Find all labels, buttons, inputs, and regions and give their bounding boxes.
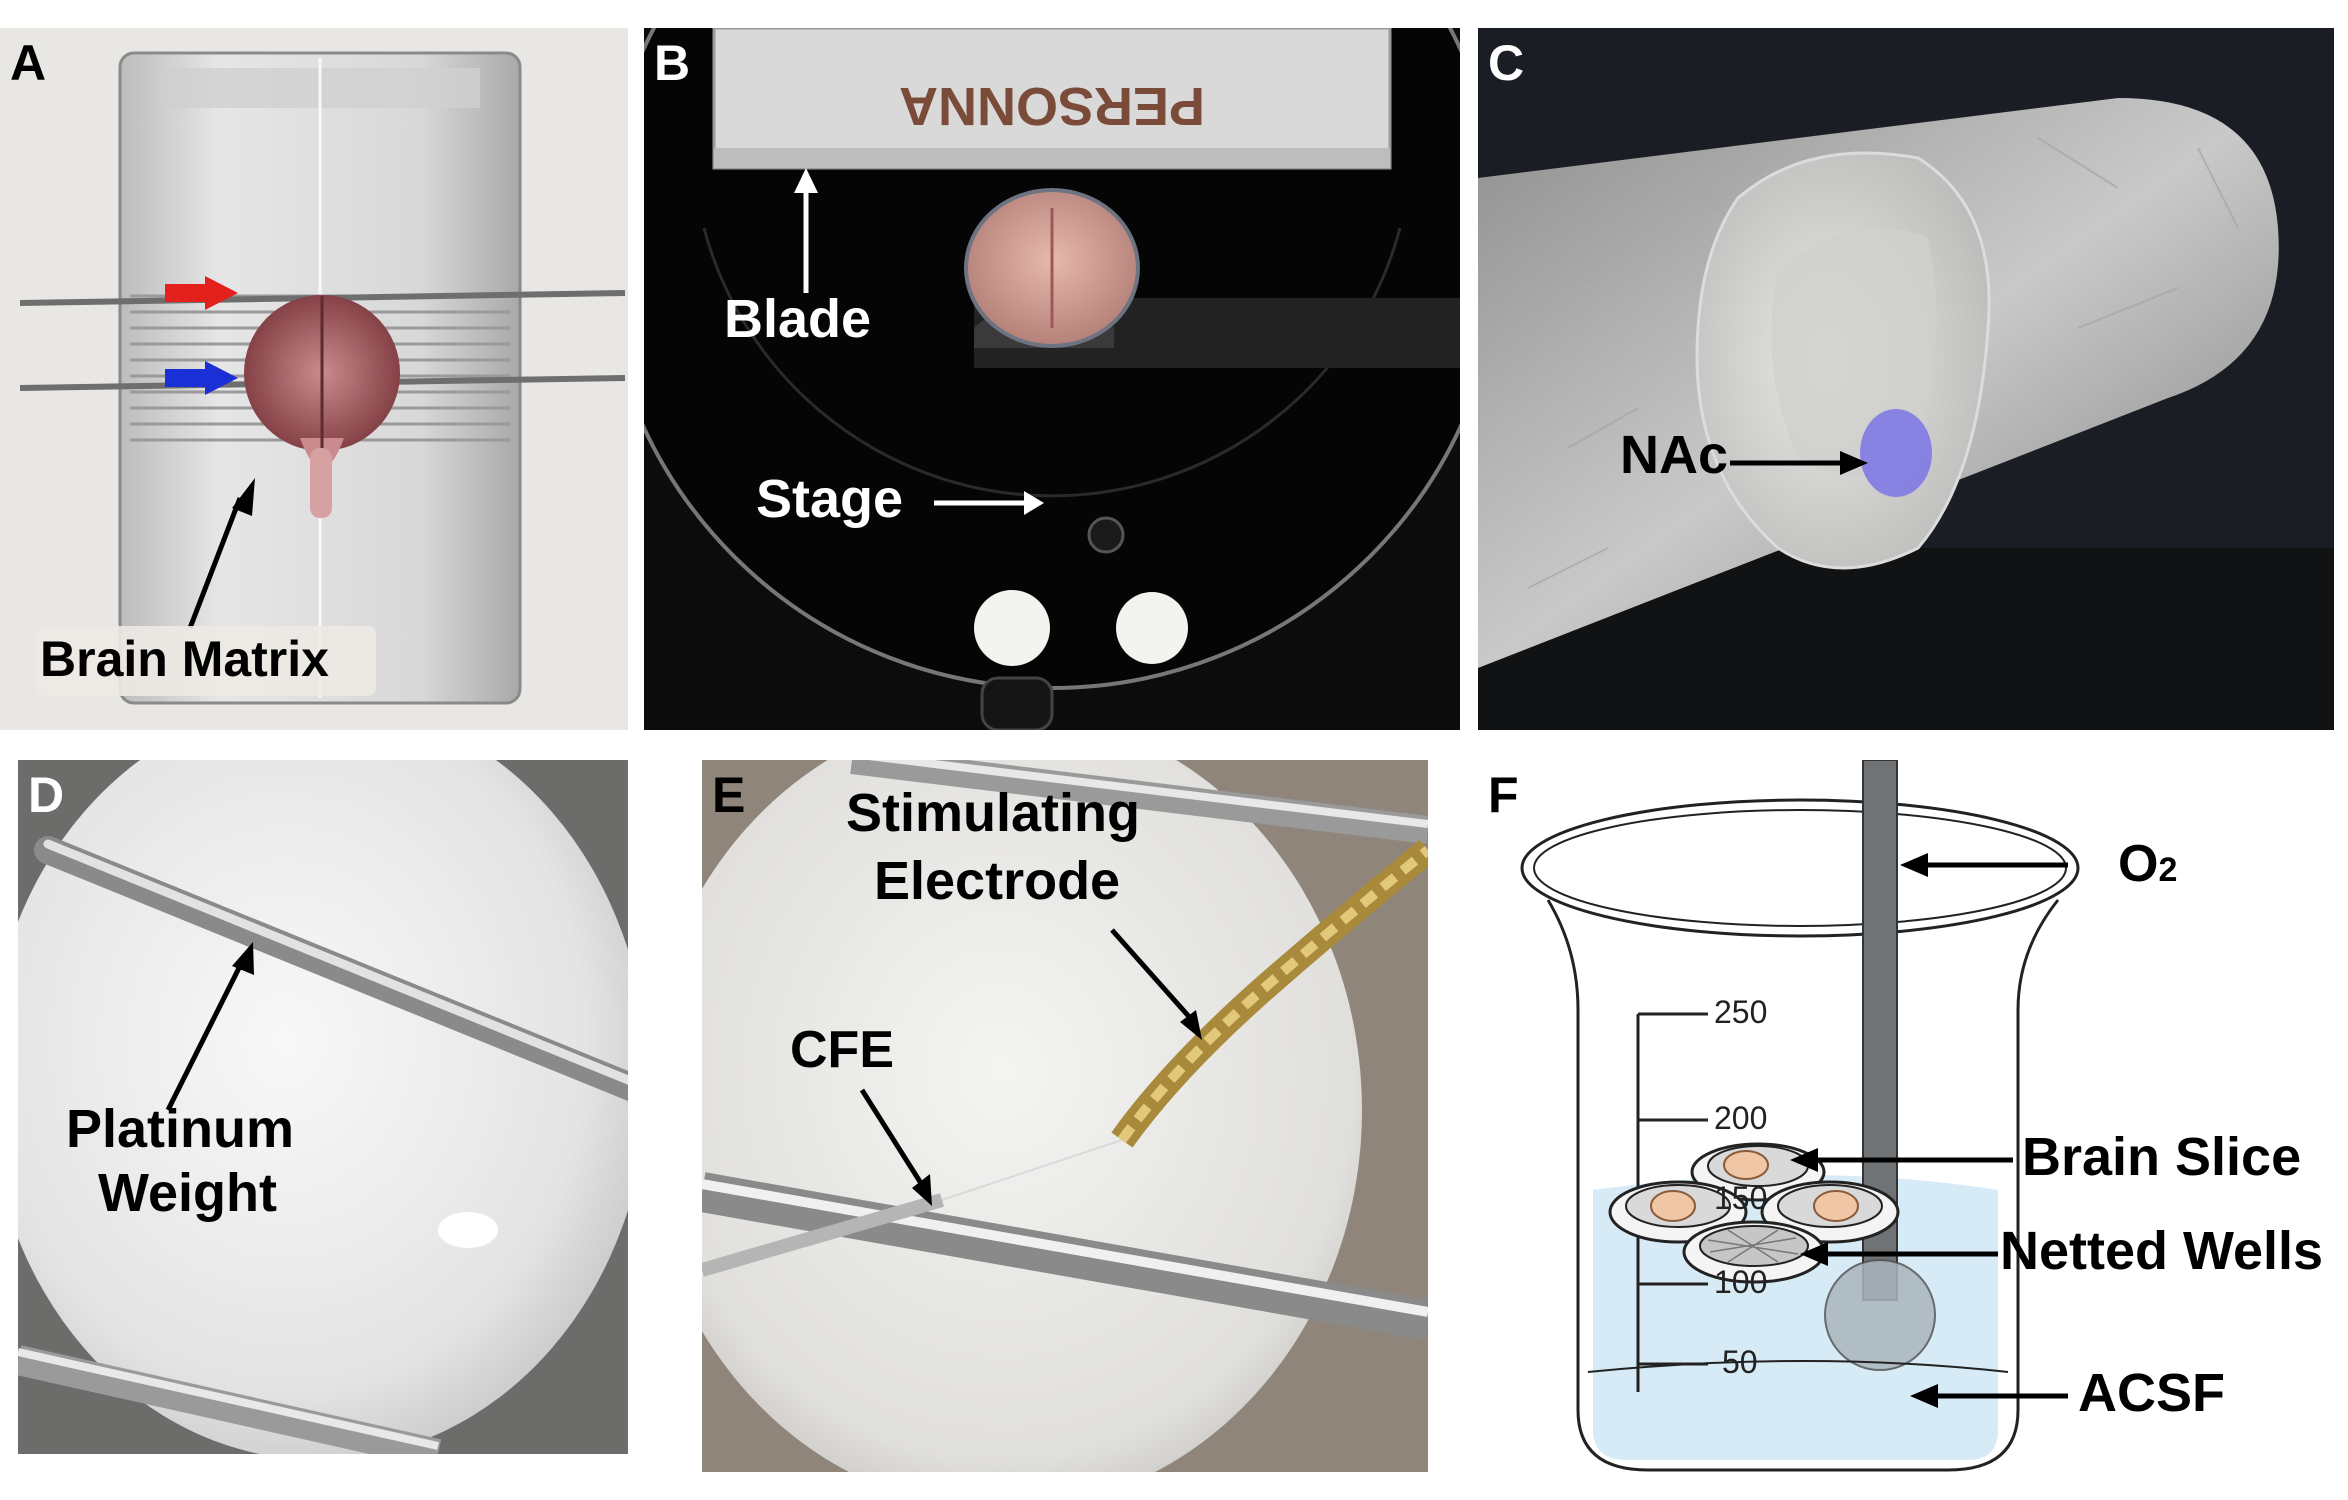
brain-matrix-arrow [187, 478, 255, 629]
nac-label: NAc [1620, 425, 1729, 485]
razor-blade [712, 28, 1392, 170]
netted-wells-arrow [1800, 1242, 1998, 1266]
tick-200: 200 [1714, 1100, 1768, 1136]
blade-label: Blade [724, 289, 872, 349]
beaker-diagram [1520, 760, 2080, 1472]
netted-well-left [1608, 1180, 1748, 1244]
brain-matrix-photo [19, 51, 626, 705]
panel-b: PERSONNA B Blade Stage [644, 28, 1460, 730]
tick-250: 250 [1714, 994, 1768, 1030]
cfe-label: CFE [790, 1021, 894, 1079]
platinum-label: Platinum [66, 1099, 295, 1159]
stage-label: Stage [756, 469, 904, 529]
platinum-weight-arrow [165, 942, 254, 1112]
electrode-placement-photo [702, 760, 1428, 1472]
blade-arrow [794, 168, 818, 293]
o2-arrow [1900, 853, 2068, 877]
tick-100: 100 [1714, 1264, 1768, 1300]
brain-slice-label: Brain Slice [2022, 1127, 2302, 1187]
brain-matrix-label: Brain Matrix [40, 631, 329, 687]
panel-d: D Platinum Weight [18, 760, 628, 1454]
beaker-rim [1520, 798, 2080, 938]
stimulating-electrode [1111, 839, 1428, 1148]
nac-highlight [1860, 409, 1932, 497]
stimulating-electrode-arrow [1110, 928, 1202, 1040]
slicer-photo: PERSONNA [644, 28, 1460, 730]
panel-c-letter: C [1488, 35, 1525, 91]
panel-e-letter: E [712, 767, 746, 823]
electrode-label: Electrode [874, 851, 1121, 911]
blue-arrow [165, 361, 238, 395]
panel-a: A Brain Matrix [0, 28, 628, 730]
beaker-body [1546, 899, 2060, 1472]
panel-b-letter: B [654, 35, 691, 91]
weight-label: Weight [98, 1163, 277, 1223]
panel-f: F O2 Brain Slice Netted Wells ACSF 250 2… [1478, 760, 2348, 1500]
brain-slice-arrow [1790, 1148, 2013, 1172]
panel-c: C NAc [1478, 28, 2334, 730]
o2-label: O2 [2118, 835, 2178, 893]
acsf-label: ACSF [2078, 1363, 2225, 1423]
blade-brand-text: PERSONNA [899, 76, 1205, 136]
tick-150: 150 [1714, 1180, 1768, 1216]
panel-a-letter: A [10, 35, 47, 91]
panel-f-letter: F [1488, 767, 1519, 823]
red-arrow [165, 276, 238, 310]
panel-d-letter: D [28, 767, 65, 823]
tick-50: 50 [1722, 1344, 1758, 1380]
platinum-wire [34, 836, 628, 1102]
panel-e: E Stimulating Electrode CFE [702, 760, 1428, 1472]
platinum-weight-photo [18, 760, 628, 1454]
stage-arrow [934, 491, 1044, 515]
o2-label-subscript: 2 [2158, 851, 2178, 889]
oxygen-bubbler [1824, 1259, 1936, 1371]
o2-label-main: O [2118, 835, 2159, 893]
nac-arrow [1730, 451, 1868, 475]
stimulating-label: Stimulating [846, 783, 1140, 843]
netted-well-front [1682, 1220, 1826, 1284]
acsf-arrow [1910, 1384, 2068, 1408]
brain-slice-on-spatula-photo [1478, 98, 2334, 730]
netted-wells-label: Netted Wells [2000, 1221, 2324, 1281]
cfe-arrow [859, 1088, 932, 1206]
